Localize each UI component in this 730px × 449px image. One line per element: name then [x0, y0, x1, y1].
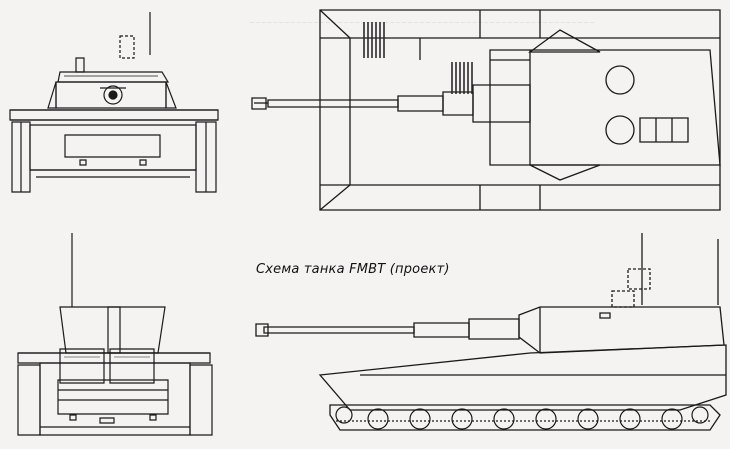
- rear-view-drawing: [0, 225, 240, 449]
- side-view-drawing: [240, 225, 730, 449]
- figure-caption: Схема танка FMBT (проект): [256, 262, 450, 277]
- road-wheels: [336, 407, 708, 429]
- engine-grilles: [364, 22, 472, 94]
- front-view-drawing: [0, 0, 240, 215]
- top-view-drawing: [240, 0, 730, 225]
